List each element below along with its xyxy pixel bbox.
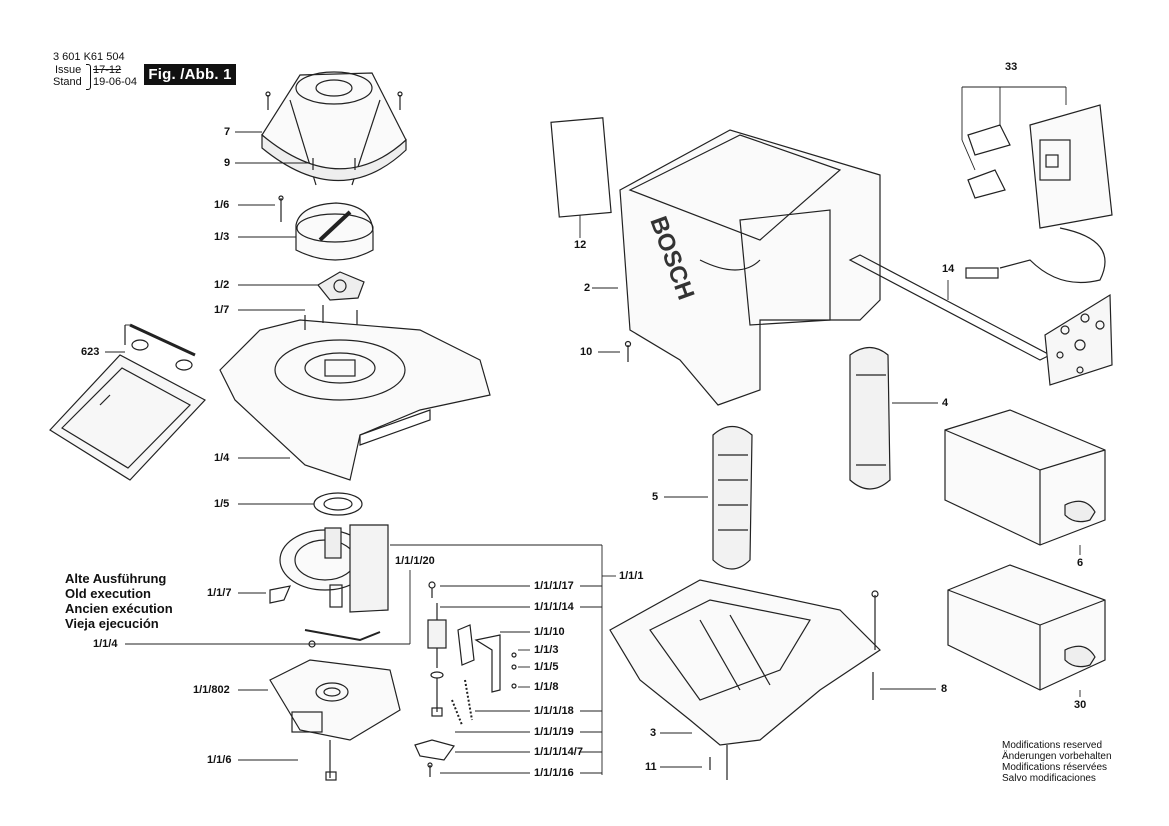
callout-12: 12 xyxy=(574,239,587,251)
callout-1-2: 1/2 xyxy=(214,279,230,291)
old-version-note-es: Vieja ejecución xyxy=(65,616,159,631)
sticker-part xyxy=(550,117,612,218)
battery-cover-part xyxy=(49,323,206,481)
callout-623: 623 xyxy=(81,346,100,358)
callout-1-6: 1/6 xyxy=(214,199,230,211)
callout-14: 14 xyxy=(942,263,955,275)
callout-10: 10 xyxy=(580,346,593,358)
roller-4-part xyxy=(849,346,891,490)
bottom-frame-part xyxy=(609,579,881,780)
part-number: 3 601 K61 504 xyxy=(53,51,125,63)
callout-1-1-7: 1/1/7 xyxy=(207,587,232,599)
callout-9: 9 xyxy=(224,157,231,169)
stand-value: 19-06-04 xyxy=(93,76,138,88)
callout-1-1-1-18: 1/1/1/18 xyxy=(534,705,574,717)
callout-8: 8 xyxy=(941,683,948,695)
battery-pack-30-part xyxy=(947,564,1106,691)
base-housing-part xyxy=(219,305,491,481)
callout-1-1-10: 1/1/10 xyxy=(534,626,565,638)
callout-1-1-1: 1/1/1 xyxy=(619,570,644,582)
figure-badge: Fig. /Abb. 1 xyxy=(144,64,236,85)
callout-30: 30 xyxy=(1074,699,1087,711)
header-bracket xyxy=(86,64,91,90)
old-version-note-de: Alte Ausführung xyxy=(65,571,167,586)
callout-1-1-1-19: 1/1/1/19 xyxy=(534,726,574,738)
strap-plate-part xyxy=(848,254,1113,386)
old-version-note-en: Old execution xyxy=(65,586,151,601)
footer-note-de: Änderungen vorbehalten xyxy=(1002,751,1112,762)
power-adapter-part xyxy=(965,104,1113,284)
footer-note-fr: Modifications réservées xyxy=(1002,762,1108,773)
callout-11: 11 xyxy=(645,761,657,773)
callout-6: 6 xyxy=(1077,557,1084,569)
circuit-board-part xyxy=(269,659,401,781)
callout-1-1-6: 1/1/6 xyxy=(207,754,232,766)
issue-value: 17-12 xyxy=(93,64,122,76)
rotor-hub-part xyxy=(317,271,365,301)
seal-ring-part xyxy=(313,492,363,516)
callout-1-5: 1/5 xyxy=(214,498,230,510)
callout-3: 3 xyxy=(650,727,657,739)
callout-5: 5 xyxy=(652,491,659,503)
issue-label: Issue xyxy=(55,64,82,76)
small-parts-column xyxy=(414,581,517,777)
callout-1-1-1-14-7: 1/1/1/14/7 xyxy=(534,746,583,758)
callout-1-4: 1/4 xyxy=(214,452,230,464)
callout-33: 33 xyxy=(1005,61,1018,73)
callout-1-1-802: 1/1/802 xyxy=(193,684,230,696)
callout-4: 4 xyxy=(942,397,949,409)
callout-1-1-1-14: 1/1/1/14 xyxy=(534,601,574,613)
footer-note-en: Modifications reserved xyxy=(1002,740,1103,751)
main-housing-part xyxy=(619,129,881,406)
footer-note-es: Salvo modificaciones xyxy=(1002,773,1096,784)
screw-10-part xyxy=(624,340,632,362)
callout-1-1-5: 1/1/5 xyxy=(534,661,559,673)
stand-label: Stand xyxy=(53,76,82,88)
callout-7: 7 xyxy=(224,126,231,138)
callout-1-1-3: 1/1/3 xyxy=(534,644,559,656)
bellows-5-part xyxy=(712,425,753,570)
top-cover-part xyxy=(261,71,407,186)
callout-1-7: 1/7 xyxy=(214,304,230,316)
callout-1-3: 1/3 xyxy=(214,231,230,243)
cap-part xyxy=(278,195,374,261)
callout-1-1-1-16: 1/1/1/16 xyxy=(534,767,574,779)
battery-box-6-part xyxy=(944,409,1106,546)
old-version-note-fr: Ancien exécution xyxy=(65,601,173,616)
callout-1-1-8: 1/1/8 xyxy=(534,681,559,693)
leader-lines xyxy=(105,86,1081,775)
callout-1-1-4: 1/1/4 xyxy=(93,638,118,650)
callout-1-1-1-20: 1/1/1/20 xyxy=(395,555,435,567)
motor-assembly-part xyxy=(269,524,389,648)
callout-1-1-1-17: 1/1/1/17 xyxy=(534,580,574,592)
callout-2: 2 xyxy=(584,282,591,294)
